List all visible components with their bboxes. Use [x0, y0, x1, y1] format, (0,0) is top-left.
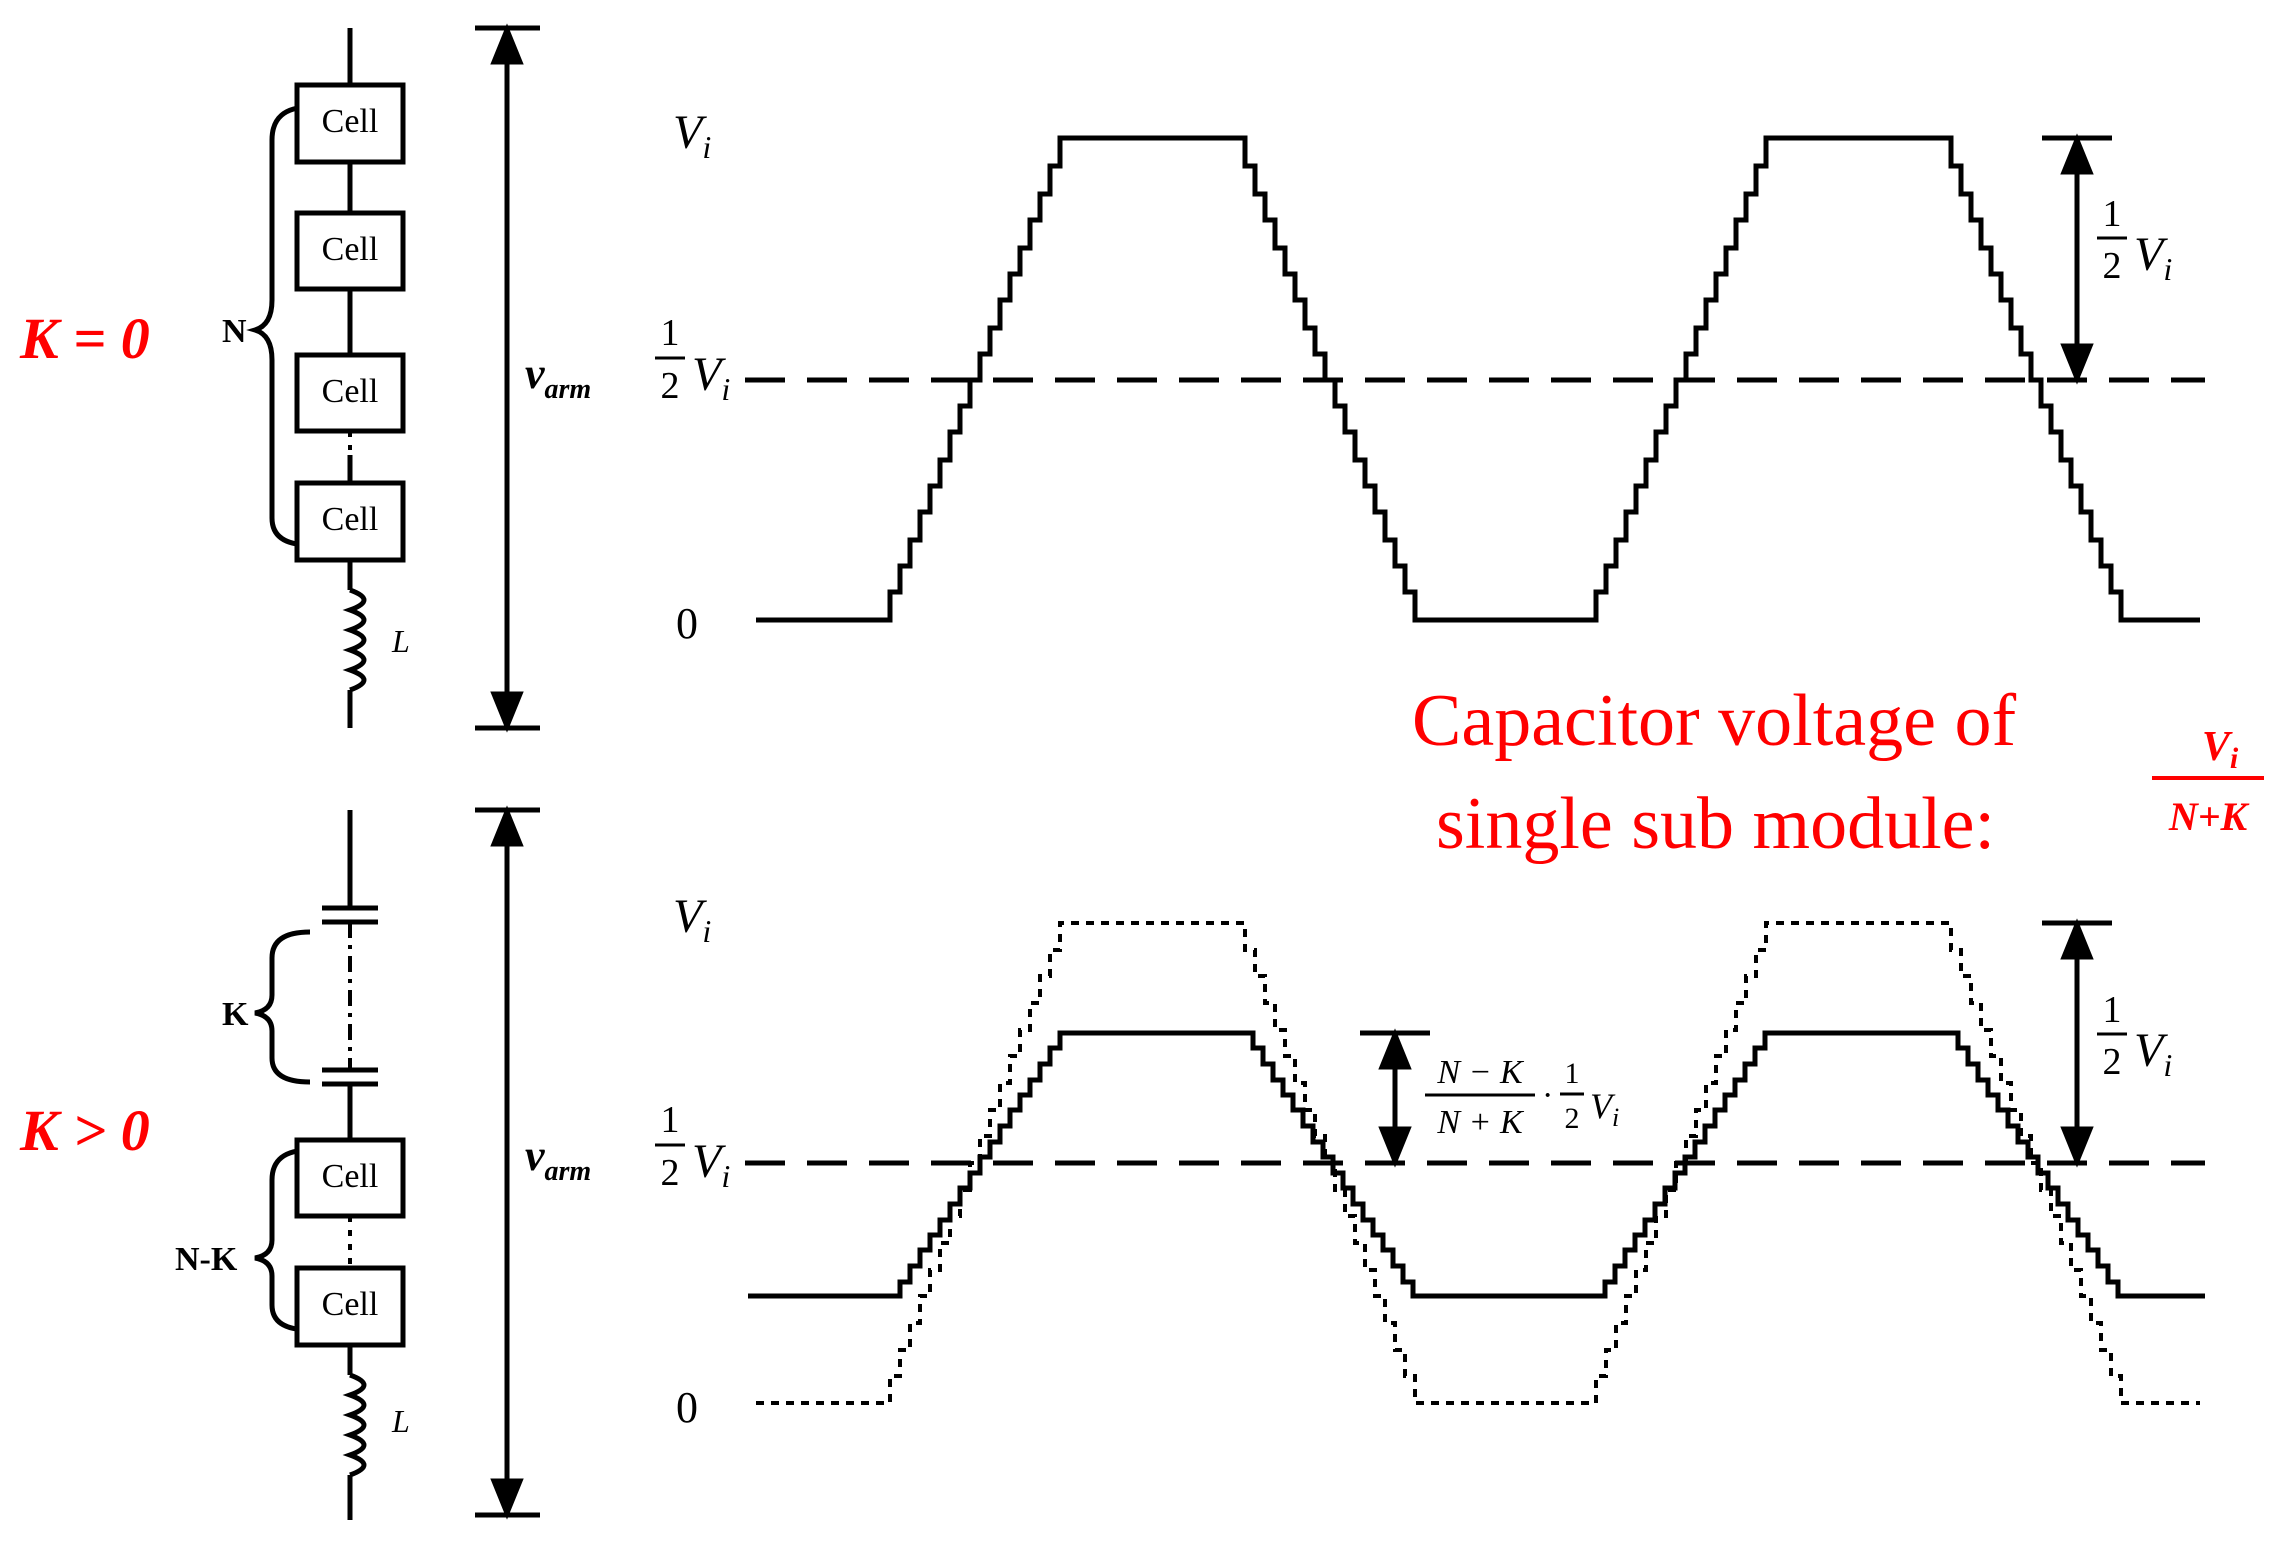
cell-box [294, 480, 406, 563]
k-positive-label: K > 0 [19, 1098, 150, 1163]
bottom-varm-label: varm [525, 1131, 591, 1187]
top-zero-label: 0 [676, 599, 698, 648]
bottom-nk-brace [254, 1147, 311, 1333]
cell-label: Cell [322, 501, 379, 538]
top-panel: K = 0 Cell Cell Cell Cell N L [19, 23, 2205, 733]
svg-text:1: 1 [1565, 1057, 1580, 1090]
svg-text:Vi: Vi [1590, 1086, 1619, 1132]
cell-label: Cell [322, 231, 379, 268]
svg-text:N + K: N + K [1436, 1104, 1525, 1141]
top-varm-arrow [475, 23, 540, 733]
top-cells: Cell Cell Cell Cell [294, 82, 406, 563]
svg-text:·: · [1542, 1077, 1553, 1114]
bottom-varm-arrow [475, 805, 540, 1520]
cell-label: Cell [322, 1158, 379, 1195]
top-vi-label: Vi [673, 106, 711, 165]
bottom-nk-label: N-K [175, 1241, 238, 1278]
top-inductor-label: L [391, 623, 410, 659]
bottom-cells: Cell Cell [294, 1137, 406, 1348]
svg-text:2: 2 [661, 1152, 680, 1194]
svg-text:1: 1 [2103, 989, 2122, 1031]
svg-text:N − K: N − K [1436, 1054, 1525, 1091]
capacitor-note-line2: single sub module: [1436, 783, 1995, 865]
k-zero-label: K = 0 [19, 306, 150, 371]
bottom-k-brace [254, 929, 311, 1085]
bottom-k-label: K [222, 996, 249, 1033]
svg-text:2: 2 [661, 365, 680, 407]
svg-text:Vi: Vi [692, 348, 730, 407]
bottom-vi-label: Vi [673, 890, 711, 949]
svg-text:2: 2 [2103, 245, 2122, 287]
cell-label: Cell [322, 103, 379, 140]
top-arm-voltage-waveform [756, 135, 2200, 623]
svg-text:2: 2 [1565, 1102, 1580, 1135]
bottom-zero-label: 0 [676, 1383, 698, 1432]
cell-box [294, 82, 406, 165]
capacitor-note-fraction: Vi N+K [2152, 724, 2264, 839]
top-varm-label: varm [525, 349, 591, 405]
svg-text:N+K: N+K [2168, 794, 2250, 839]
top-right-half-vi-label: 1 2 Vi [2097, 193, 2172, 287]
bottom-right-half-arrow [2042, 918, 2112, 1168]
cell-box [294, 1137, 406, 1219]
bottom-middle-swing-arrow [1360, 1028, 1430, 1168]
cell-box [294, 210, 406, 292]
svg-text:Vi: Vi [2202, 724, 2239, 775]
bottom-half-vi-label: 1 2 Vi [655, 1099, 730, 1194]
capacitor-voltage-note: Capacitor voltage of single sub module: … [1412, 680, 2264, 865]
top-arm-circuit [246, 28, 367, 728]
capacitor-note-line1: Capacitor voltage of [1412, 680, 2016, 762]
bottom-right-half-vi-label: 1 2 Vi [2097, 989, 2172, 1083]
cell-box [294, 1265, 406, 1348]
svg-text:Vi: Vi [2134, 228, 2172, 287]
top-n-label: N [222, 313, 247, 350]
svg-text:1: 1 [2103, 193, 2122, 235]
svg-text:2: 2 [2103, 1041, 2122, 1083]
top-right-half-arrow [2042, 133, 2112, 385]
cell-label: Cell [322, 1286, 379, 1323]
bottom-arm-circuit [254, 810, 378, 1520]
top-half-vi-label: 1 2 Vi [655, 312, 730, 407]
cell-label: Cell [322, 373, 379, 410]
bottom-panel: K > 0 Cell Cell K N-K L [19, 805, 2205, 1520]
svg-text:Vi: Vi [2134, 1024, 2172, 1083]
cell-box [294, 352, 406, 434]
bottom-middle-swing-label: N − K N + K · 1 2 Vi [1425, 1054, 1619, 1141]
bottom-reference-dotted-waveform [756, 921, 2200, 1405]
svg-text:1: 1 [661, 1099, 680, 1141]
bottom-inductor-label: L [391, 1403, 410, 1439]
top-n-brace [246, 104, 311, 548]
svg-text:Vi: Vi [692, 1135, 730, 1194]
bottom-arm-voltage-waveform [748, 1030, 2205, 1299]
svg-text:1: 1 [661, 312, 680, 354]
